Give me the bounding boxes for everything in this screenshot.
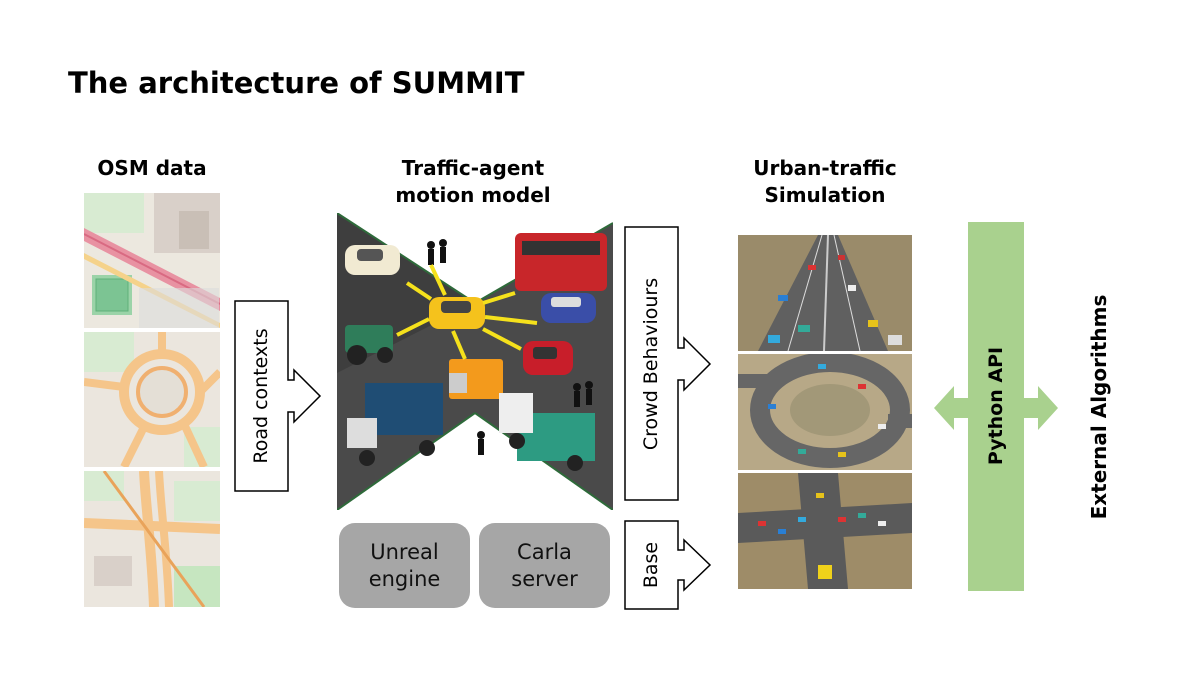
road-contexts-label: Road contexts [250, 328, 272, 464]
car-red [523, 341, 573, 375]
python-api-label: Python API [985, 346, 1007, 466]
crowd-behaviours-label: Crowd Behaviours [640, 277, 662, 451]
traffic-agent-illustration [337, 213, 613, 510]
truck-blue [347, 383, 443, 466]
python-api-bar: Python API [968, 222, 1024, 591]
van-orange [449, 359, 503, 399]
truck-teal [499, 393, 595, 471]
interaction-arrows [396, 264, 538, 360]
bus-red [515, 233, 607, 291]
osm-map-tile-roundabout [84, 332, 220, 467]
road-contexts-arrow: Road contexts [234, 300, 322, 492]
external-algorithms-label: External Algorithms [1087, 294, 1111, 520]
base-label: Base [640, 541, 662, 589]
base-arrow: Base [624, 520, 712, 610]
pedestrians-top [427, 239, 447, 265]
carla-line2: server [511, 566, 578, 591]
osm-data-heading: OSM data [72, 155, 232, 182]
motion-model-line1: Traffic-agent [401, 156, 545, 180]
unreal-engine-box: Unreal engine [339, 523, 470, 608]
osm-map-tile-highway [84, 193, 220, 328]
simulation-heading: Urban-traffic Simulation [715, 155, 935, 209]
pedestrian-crossing [455, 431, 489, 460]
motion-model-line2: motion model [395, 183, 551, 207]
osm-map-tile-junction [84, 471, 220, 607]
simulation-tile-roundabout [738, 354, 912, 470]
osm-data-label: OSM data [97, 156, 207, 180]
tractor-green [345, 325, 393, 365]
simulation-line2: Simulation [764, 183, 886, 207]
simulation-tile-highway [738, 235, 912, 351]
police-car [541, 293, 596, 323]
carla-server-box: Carla server [479, 523, 610, 608]
simulation-line1: Urban-traffic [753, 156, 897, 180]
taxi-yellow [429, 297, 485, 329]
car-white [345, 245, 400, 275]
unreal-line2: engine [368, 566, 441, 591]
crowd-behaviours-arrow: Crowd Behaviours [624, 226, 712, 501]
simulation-tile-junction [738, 473, 912, 589]
unreal-line1: Unreal [370, 539, 439, 564]
motion-model-heading: Traffic-agent motion model [353, 155, 593, 209]
pedestrians-right [573, 381, 593, 407]
carla-line1: Carla [517, 539, 572, 564]
page-title: The architecture of SUMMIT [68, 66, 525, 100]
